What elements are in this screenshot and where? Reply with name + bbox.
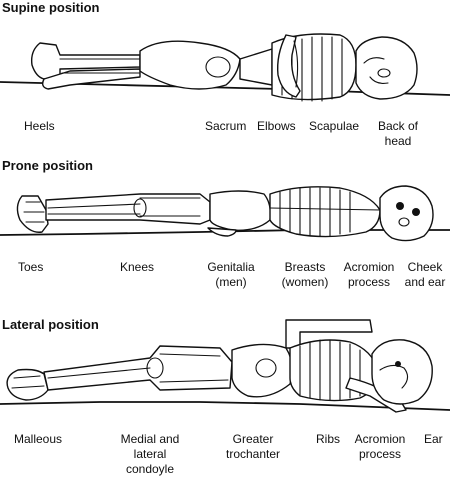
supine-title: Supine position — [2, 0, 100, 15]
label-breasts-women: Breasts (women) — [281, 260, 329, 289]
label-acromion-process-prone: Acromion process — [343, 260, 395, 289]
lateral-title: Lateral position — [2, 317, 99, 332]
supine-skeleton-illustration — [0, 33, 450, 102]
label-back-of-head: Back of head — [377, 119, 419, 148]
label-knees: Knees — [120, 260, 155, 274]
lateral-skeleton-illustration — [0, 319, 450, 413]
label-acromion-process-lateral: Acromion process — [354, 432, 406, 461]
label-heels: Heels — [24, 119, 55, 133]
label-scapulae: Scapulae — [309, 119, 360, 133]
label-ribs: Ribs — [316, 432, 341, 446]
prone-skeleton-illustration — [0, 185, 450, 242]
label-ear: Ear — [424, 432, 443, 446]
label-sacrum: Sacrum — [205, 119, 247, 133]
label-medial-lateral-condoyle: Medial and lateral condoyle — [120, 432, 180, 476]
label-greater-trochanter: Greater trochanter — [225, 432, 281, 461]
label-cheek-and-ear: Cheek and ear — [404, 260, 446, 289]
label-toes: Toes — [18, 260, 44, 274]
label-genitalia-men: Genitalia (men) — [207, 260, 255, 289]
label-malleous: Malleous — [14, 432, 63, 446]
label-elbows: Elbows — [257, 119, 296, 133]
prone-title: Prone position — [2, 158, 93, 173]
